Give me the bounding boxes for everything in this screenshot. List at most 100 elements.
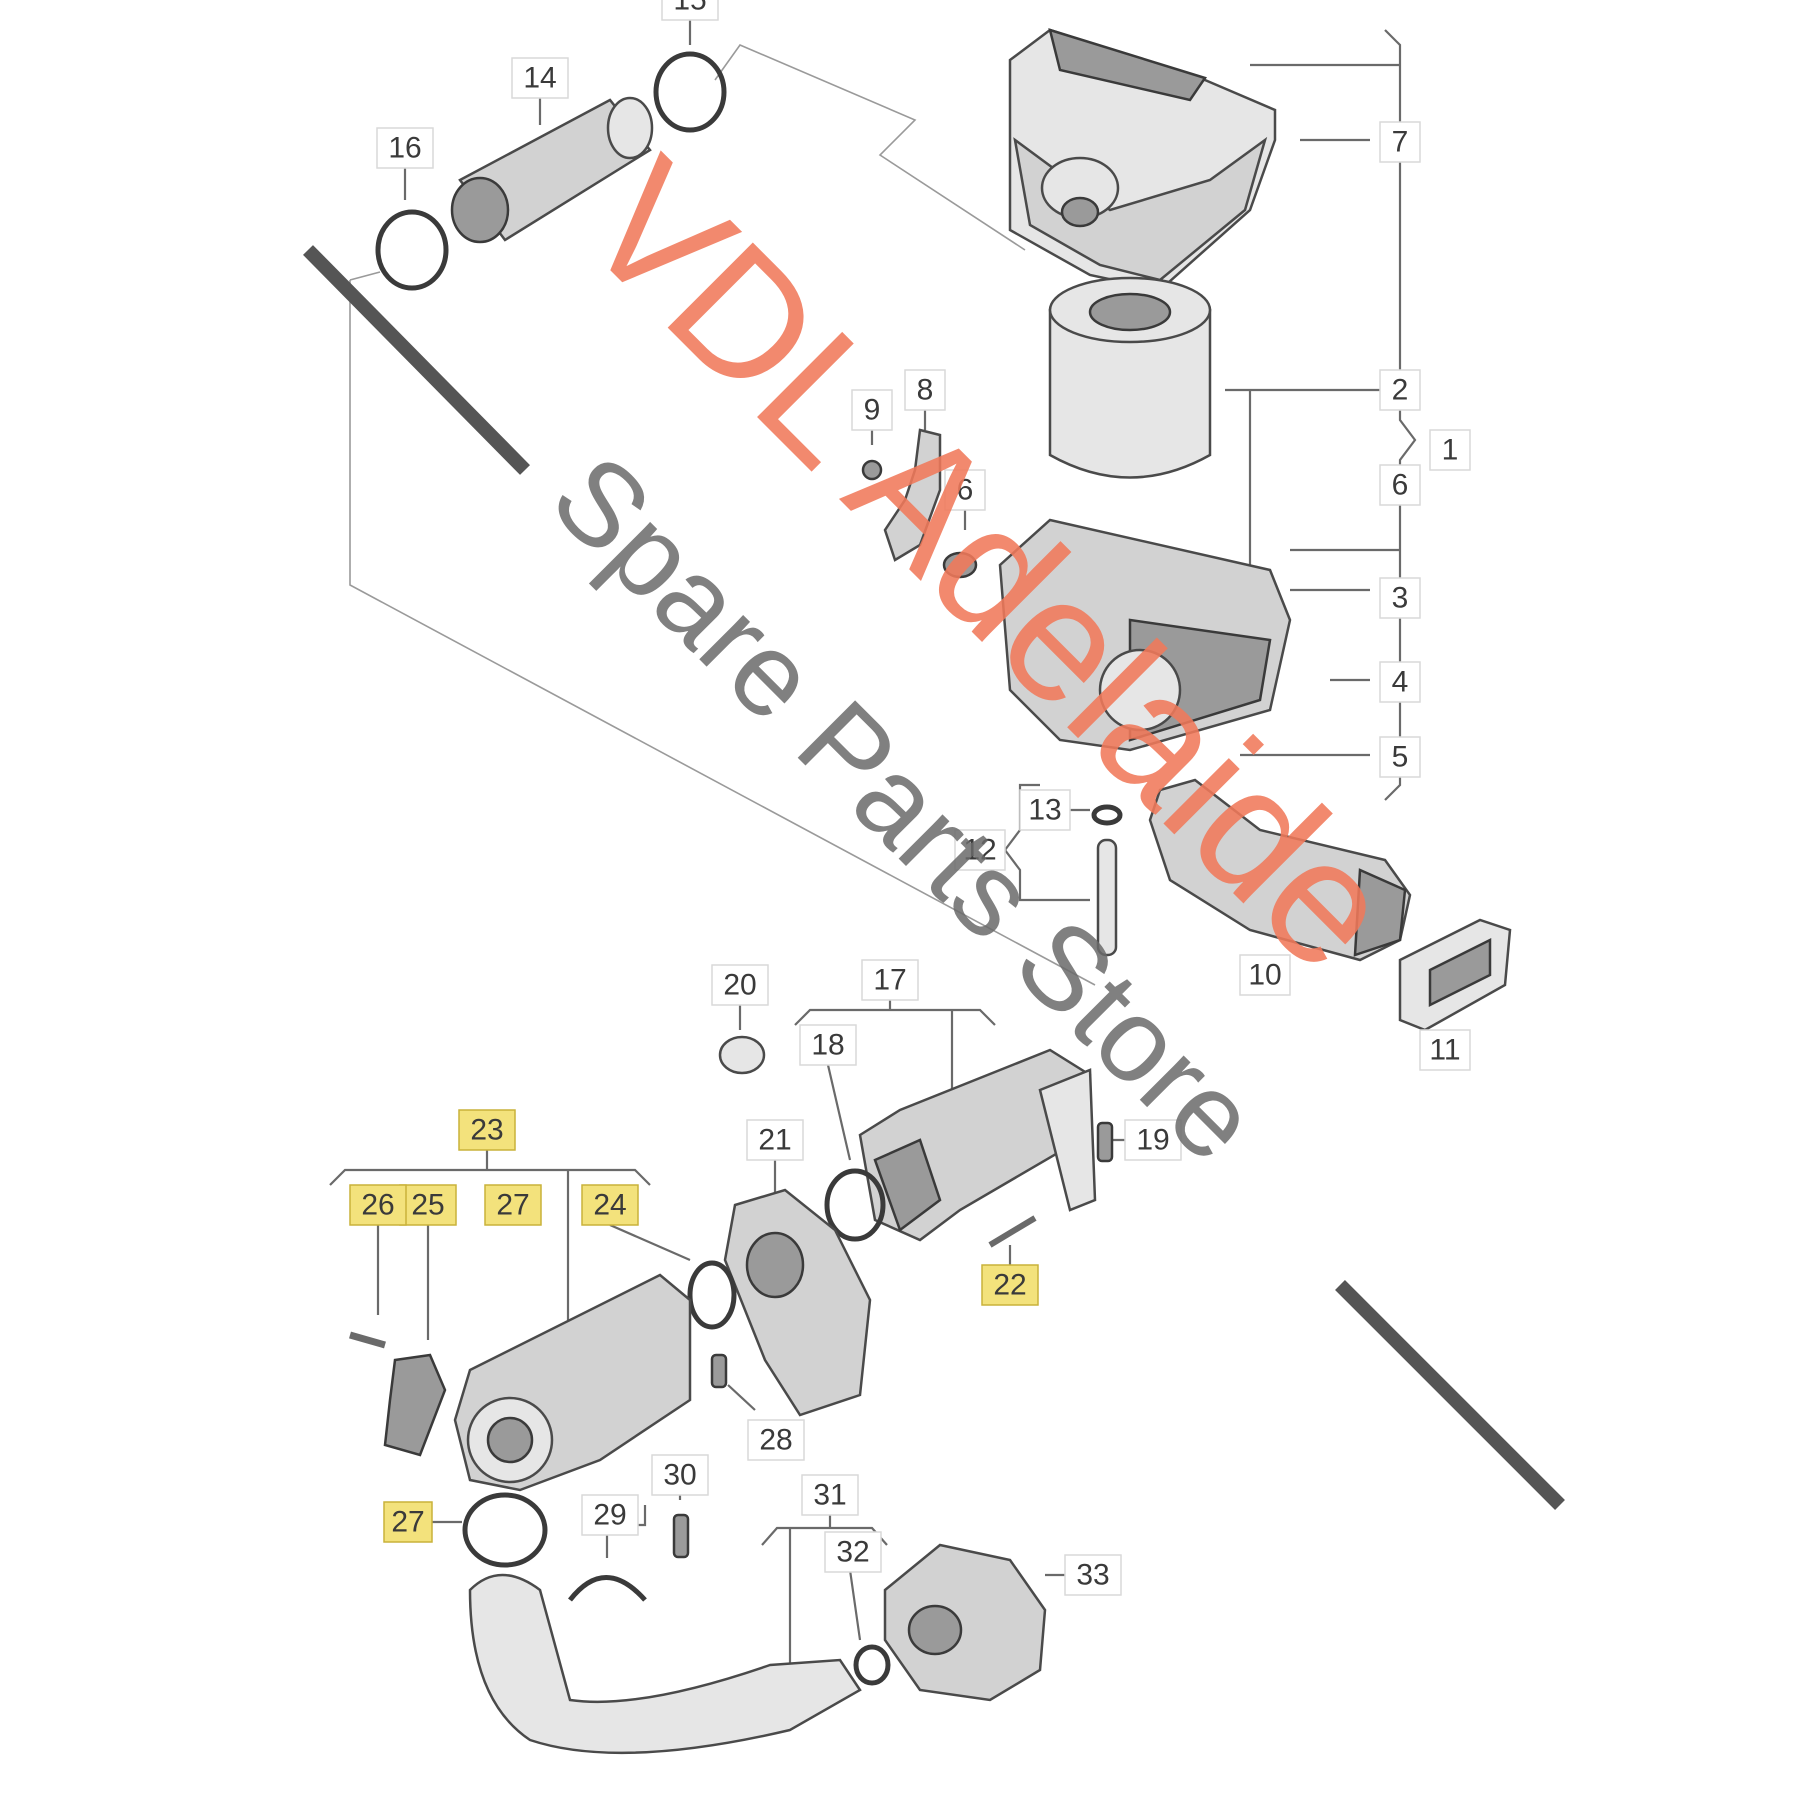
svg-text:13: 13 <box>1028 794 1061 827</box>
callout-30: 30 <box>651 1454 709 1496</box>
svg-text:16: 16 <box>388 132 421 165</box>
callout-22: 22 <box>981 1264 1039 1306</box>
part-bolt-22 <box>988 1215 1037 1248</box>
callout-27-upper: 27 <box>484 1184 542 1226</box>
part-rubber-hose-14 <box>450 96 654 244</box>
callout-19: 19 <box>1124 1119 1182 1161</box>
svg-text:27: 27 <box>496 1189 529 1222</box>
callout-29: 29 <box>581 1494 639 1536</box>
callout-32: 32 <box>824 1531 882 1573</box>
callout-6-mid: 6 <box>944 469 986 511</box>
callout-28: 28 <box>747 1419 805 1461</box>
callout-2: 2 <box>1379 369 1421 411</box>
callout-18: 18 <box>799 1024 857 1066</box>
callout-33: 33 <box>1064 1554 1122 1596</box>
part-turbo-33 <box>883 1543 1047 1702</box>
watermark: VDL Adelaide Spare Parts Store <box>303 124 1565 1510</box>
svg-text:4: 4 <box>1392 666 1409 699</box>
svg-text:9: 9 <box>864 394 881 427</box>
callout-24: 24 <box>581 1184 639 1226</box>
callout-23: 23 <box>458 1109 516 1151</box>
svg-text:10: 10 <box>1248 959 1281 992</box>
callout-26: 26 <box>349 1184 407 1226</box>
callout-20: 20 <box>711 964 769 1006</box>
svg-text:28: 28 <box>759 1424 792 1457</box>
svg-text:5: 5 <box>1392 741 1409 774</box>
callout-31: 31 <box>801 1474 859 1516</box>
part-bolt-19 <box>1096 1121 1114 1163</box>
callout-3: 3 <box>1379 577 1421 619</box>
svg-text:22: 22 <box>993 1269 1026 1302</box>
part-bolt-28 <box>710 1353 728 1389</box>
callout-9: 9 <box>851 389 893 431</box>
callout-25: 25 <box>399 1184 457 1226</box>
part-oring-32 <box>853 1644 891 1686</box>
callout-labels: 1 2 3 4 5 6 6 7 8 9 10 11 12 13 14 15 16… <box>349 0 1471 1596</box>
part-airbox-lid <box>1008 28 1277 292</box>
svg-text:21: 21 <box>758 1124 791 1157</box>
callout-15: 15 <box>661 0 719 21</box>
part-bolt-26 <box>349 1331 386 1349</box>
part-gasket-18 <box>824 1168 886 1242</box>
callout-1: 1 <box>1429 429 1471 471</box>
svg-text:12: 12 <box>963 834 996 867</box>
callout-6-right: 6 <box>1379 464 1421 506</box>
svg-text:18: 18 <box>811 1029 844 1062</box>
callout-13: 13 <box>1019 789 1071 831</box>
part-gasket-24 <box>687 1260 737 1330</box>
callout-5: 5 <box>1379 736 1421 778</box>
svg-text:30: 30 <box>663 1459 696 1492</box>
svg-text:19: 19 <box>1136 1124 1169 1157</box>
callout-27-lower: 27 <box>383 1501 433 1543</box>
svg-text:20: 20 <box>723 969 756 1002</box>
svg-text:3: 3 <box>1392 582 1409 615</box>
svg-text:1: 1 <box>1442 434 1459 467</box>
callout-14: 14 <box>511 57 569 99</box>
callout-17: 17 <box>861 959 919 1001</box>
svg-text:7: 7 <box>1392 126 1409 159</box>
part-clamp-16 <box>375 209 449 291</box>
svg-text:29: 29 <box>593 1499 626 1532</box>
part-pipe-12 <box>1091 804 1123 957</box>
svg-text:23: 23 <box>470 1114 503 1147</box>
part-throttle-21 <box>723 1188 872 1417</box>
part-airbox-lower <box>998 518 1292 752</box>
callout-4: 4 <box>1379 661 1421 703</box>
part-bolt-30 <box>672 1513 690 1559</box>
part-clamp-15 <box>653 51 727 133</box>
part-intake-manifold-23 <box>453 1273 692 1492</box>
svg-text:15: 15 <box>673 0 706 17</box>
svg-text:32: 32 <box>836 1536 869 1569</box>
svg-text:2: 2 <box>1392 374 1409 407</box>
svg-text:14: 14 <box>523 62 556 95</box>
part-air-filter-element <box>1048 276 1212 479</box>
callout-11: 11 <box>1419 1029 1471 1071</box>
svg-text:26: 26 <box>361 1189 394 1222</box>
callout-7: 7 <box>1379 121 1421 163</box>
watermark-bar-top <box>303 245 530 475</box>
svg-text:8: 8 <box>917 374 934 407</box>
part-bracket-29 <box>568 1575 647 1602</box>
part-sensor-20 <box>718 1035 766 1075</box>
svg-text:24: 24 <box>593 1189 626 1222</box>
callout-10: 10 <box>1239 954 1291 996</box>
part-charge-pipe-31 <box>468 1573 862 1755</box>
watermark-bar-bottom <box>1335 1280 1565 1510</box>
callout-8: 8 <box>904 369 946 411</box>
svg-text:31: 31 <box>813 1479 846 1512</box>
svg-text:25: 25 <box>411 1189 444 1222</box>
callout-21: 21 <box>746 1119 804 1161</box>
part-bracket-8 <box>861 428 978 579</box>
callout-16: 16 <box>376 127 434 169</box>
part-oring-27-lower <box>462 1492 548 1568</box>
part-sensor-25 <box>383 1353 447 1457</box>
svg-text:33: 33 <box>1076 1559 1109 1592</box>
callout-12: 12 <box>954 829 1006 871</box>
svg-text:6: 6 <box>1392 469 1409 502</box>
part-duct-adapter <box>1398 918 1512 1032</box>
svg-text:17: 17 <box>873 964 906 997</box>
svg-text:6: 6 <box>957 474 974 507</box>
svg-text:11: 11 <box>1429 1034 1460 1067</box>
